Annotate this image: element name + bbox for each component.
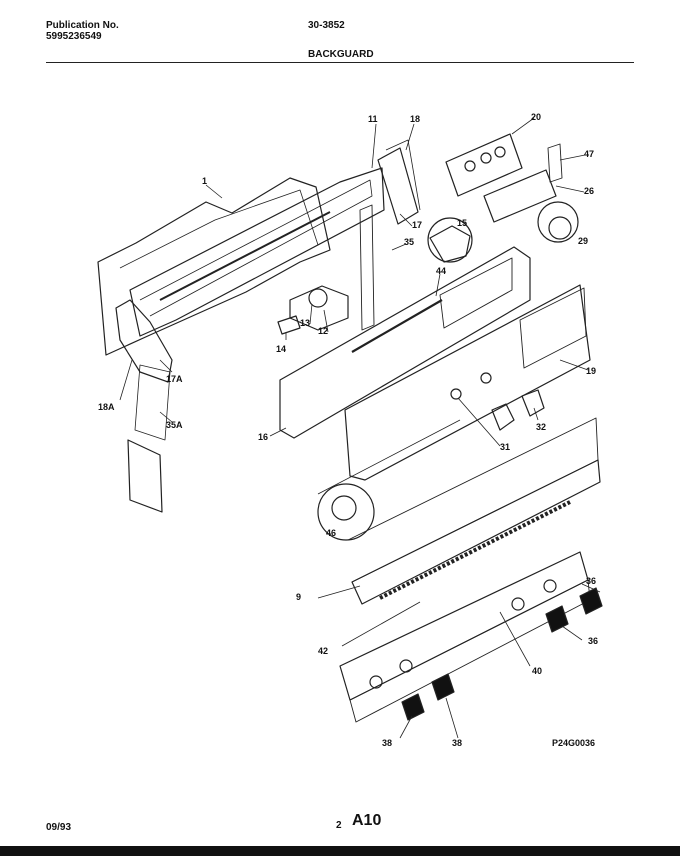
- knob-32: [521, 389, 545, 417]
- lower-hole-2: [399, 659, 413, 673]
- switch-rotor: [308, 288, 328, 308]
- knob-29: [537, 201, 579, 243]
- callout-label: 17A: [166, 374, 183, 384]
- left-lower-leg: [127, 439, 163, 513]
- overlay-panel: [344, 284, 591, 481]
- back-panel-inner: [119, 189, 319, 269]
- knob-36-b: [545, 605, 569, 633]
- lower-panel-face: [349, 579, 591, 723]
- overlay-knob-hole-1: [450, 388, 462, 400]
- top-frame-lip: [139, 179, 373, 317]
- callout-label: 26: [584, 186, 595, 196]
- vent-strip: [379, 500, 571, 600]
- callout-label: 36: [586, 576, 597, 586]
- main-panel-strip: [351, 299, 443, 353]
- callout-label: 47: [584, 149, 595, 159]
- knob-36-a: [579, 587, 603, 615]
- model-number: 30-3852: [308, 20, 345, 31]
- scan-edge: [0, 846, 680, 856]
- knob-38-b: [431, 673, 455, 701]
- header-rule: [46, 62, 634, 63]
- front-trim: [351, 459, 601, 605]
- callout-label: 13: [300, 318, 311, 328]
- callout-label: 36: [588, 636, 599, 646]
- top-frame-slot: [159, 211, 331, 301]
- switch-clip: [277, 315, 301, 335]
- knob-46: [331, 495, 357, 521]
- callout-label: 15: [457, 218, 468, 228]
- clock-dial-1: [464, 160, 476, 172]
- clock-dial-2: [480, 152, 492, 164]
- lower-hole-4: [543, 579, 557, 593]
- main-control-panel: [279, 246, 531, 439]
- front-trim-top: [347, 417, 599, 583]
- figure-code: P24G0036: [552, 738, 596, 748]
- callout-label: 42: [318, 646, 329, 656]
- footer-date: 09/93: [46, 822, 72, 833]
- lower-hole-3: [511, 597, 525, 611]
- callout-label: 29: [578, 236, 589, 246]
- top-frame: [129, 167, 385, 337]
- lower-hole-1: [369, 675, 383, 689]
- callout-label: 40: [532, 666, 543, 676]
- knob-38-a: [401, 693, 425, 721]
- publication-label: Publication No.: [46, 20, 119, 31]
- callout-label: 32: [536, 422, 547, 432]
- knob-15-ring: [427, 217, 473, 263]
- section-title: BACKGUARD: [308, 49, 374, 60]
- callout-label: 18: [410, 114, 421, 124]
- callout-label: 31: [500, 442, 511, 452]
- callout-label: 35A: [166, 420, 183, 430]
- overlay-knob-hole-2: [480, 372, 492, 384]
- knob-15: [429, 225, 471, 263]
- callout-label: 38: [382, 738, 393, 748]
- clock-dial-3: [494, 146, 506, 158]
- callout-label: 14: [276, 344, 287, 354]
- publication-number: 5995236549: [46, 31, 102, 42]
- left-bracket: [134, 364, 171, 441]
- left-end-cap: [115, 299, 173, 383]
- callout-label: 44: [436, 266, 447, 276]
- callout-label: 17: [412, 220, 423, 230]
- callout-label: 1: [202, 176, 208, 186]
- right-bracket: [377, 147, 419, 225]
- callout-label: 35: [404, 237, 415, 247]
- callout-label: 19: [586, 366, 597, 376]
- main-panel-window: [439, 257, 513, 329]
- callout-label: 11: [368, 114, 378, 124]
- footer-page-number: 2: [336, 820, 342, 831]
- knob-29-face: [548, 216, 572, 240]
- clock-bezel: [445, 133, 523, 197]
- back-panel: [97, 177, 331, 356]
- knob-31: [491, 403, 515, 431]
- vertical-support: [359, 204, 375, 331]
- overlay-window: [519, 287, 587, 369]
- footer-page-code: A10: [352, 812, 382, 829]
- callout-label: 20: [531, 112, 542, 122]
- callout-label: 12: [318, 326, 329, 336]
- right-bracket-top: [385, 139, 421, 211]
- callout-label: 38: [452, 738, 463, 748]
- callout-label: 46: [326, 528, 337, 538]
- callout-label: 16: [258, 432, 269, 442]
- callout-label: 9: [296, 592, 302, 602]
- callout-label: 18A: [98, 402, 115, 412]
- side-clip-47: [547, 143, 563, 183]
- knob-46-ring: [317, 483, 375, 541]
- clock-lens: [483, 169, 557, 223]
